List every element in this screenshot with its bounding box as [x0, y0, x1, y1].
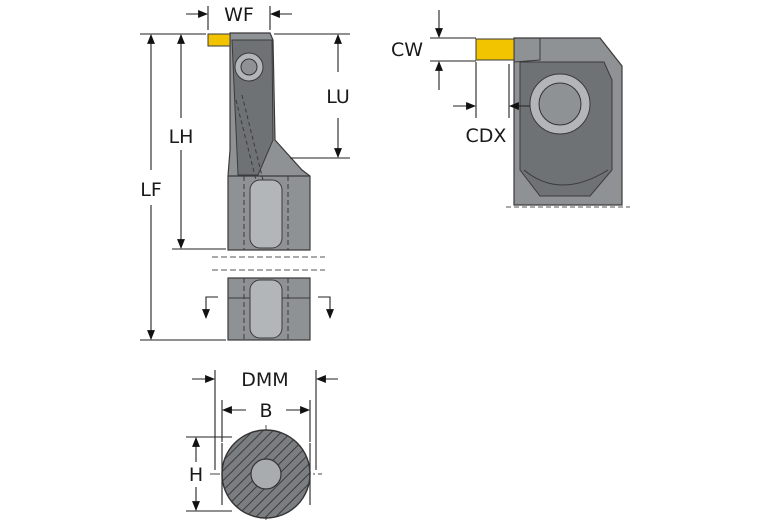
lh-dimension: LH: [169, 33, 226, 250]
section-arrow-left: [202, 296, 218, 319]
cdx-label: CDX: [466, 125, 507, 147]
lf-label: LF: [140, 179, 162, 201]
cdx-dimension: CDX: [453, 62, 530, 147]
front-view-step: [513, 38, 541, 63]
lh-label: LH: [169, 126, 194, 148]
h-label: H: [189, 464, 203, 486]
dmm-dimension: DMM: [192, 369, 338, 470]
section-coolant-bore: [250, 458, 282, 490]
shank-lower-bore: [249, 279, 283, 339]
lu-label: LU: [326, 86, 350, 108]
dmm-label: DMM: [241, 369, 288, 391]
cw-label: CW: [391, 39, 423, 61]
section-arrow-right: [318, 296, 334, 319]
front-view-screw-inner: [538, 82, 582, 126]
front-view: [475, 37, 630, 208]
side-view-insert: [207, 33, 231, 47]
front-view-chamfer: [523, 169, 609, 186]
b-label: B: [259, 400, 272, 422]
h-dimension: H: [186, 436, 232, 512]
shank-bore: [249, 179, 283, 249]
cw-dimension: CW: [391, 10, 476, 90]
clamp-screw-head: [240, 58, 258, 76]
wf-dimension: WF: [186, 4, 292, 30]
side-view: [202, 32, 334, 341]
section-view: [210, 425, 322, 520]
lu-dimension: LU: [274, 33, 350, 159]
wf-label: WF: [224, 4, 254, 26]
b-dimension: B: [221, 400, 311, 442]
front-view-insert: [475, 38, 515, 61]
lf-dimension: LF: [140, 33, 226, 341]
coolant-channel-hidden-line: [241, 94, 264, 181]
